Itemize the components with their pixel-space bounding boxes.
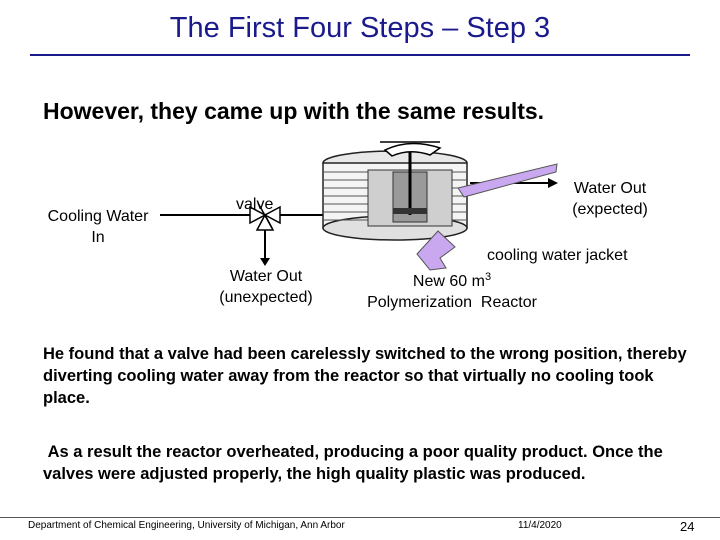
jacket-pointer-arrow [457, 163, 558, 198]
water-out-unexpected-line1: Water Out [229, 268, 303, 285]
reactor-label-line1: New 60 m3 [352, 267, 552, 292]
slide-subtitle: However, they came up with the same resu… [43, 98, 545, 124]
reactor-volume: New 60 m [412, 273, 485, 290]
expected-outlet-arrowhead [548, 178, 558, 188]
water-out-expected-line2: (expected) [572, 201, 648, 218]
unexpected-outlet-arrowhead [260, 258, 270, 266]
reactor-pointer-arrow [416, 230, 456, 271]
footer-page-number: 24 [680, 519, 695, 534]
title-underline [30, 54, 690, 56]
footer-date: 11/4/2020 [518, 520, 562, 531]
water-out-expected-label: Water Out (expected) [560, 178, 660, 220]
reactor-vessel-icon [322, 141, 468, 241]
reactor-volume-unit-exponent: 3 [484, 271, 492, 283]
valve-label: valve [236, 196, 274, 213]
cooling-water-in-line1: Cooling Water [47, 208, 149, 225]
footer-department: Department of Chemical Engineering, Univ… [28, 520, 345, 531]
water-out-unexpected-line2: (unexpected) [219, 289, 313, 306]
paragraph-valve-switched: He found that a valve had been carelessl… [43, 345, 687, 407]
valve-icon [249, 202, 281, 231]
footer-rule [0, 517, 720, 518]
reactor-label-line2: Polymerization Reactor [367, 294, 537, 311]
water-out-unexpected-label: Water Out (unexpected) [207, 266, 325, 308]
water-out-expected-line1: Water Out [573, 180, 647, 197]
paragraph-overheated: As a result the reactor overheated, prod… [43, 443, 668, 483]
cooling-water-jacket-label: cooling water jacket [487, 247, 628, 264]
cooling-water-in-line2: In [91, 229, 105, 246]
reactor-label: New 60 m3 Polymerization Reactor [352, 267, 552, 313]
slide-title: The First Four Steps – Step 3 [169, 12, 551, 44]
cooling-water-in-label: Cooling Water In [36, 206, 160, 248]
